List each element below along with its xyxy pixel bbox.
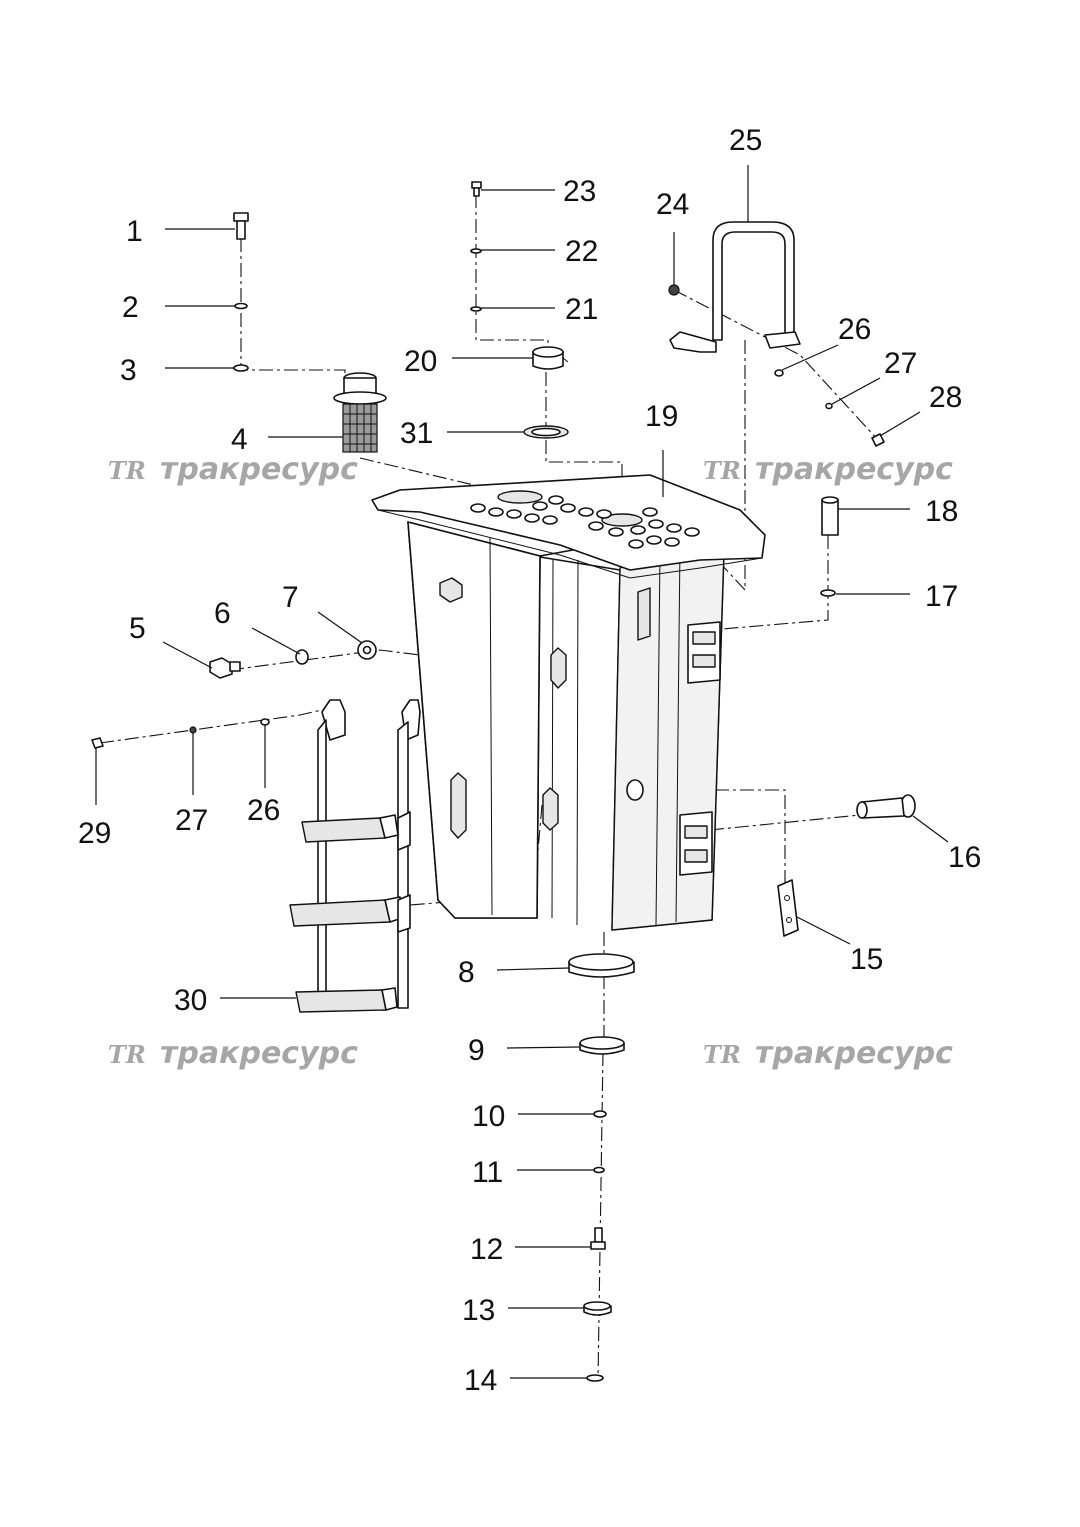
callout-6: 6 [214,597,231,630]
callout-4: 4 [231,423,248,456]
part-22-washer [470,248,482,254]
part-26b-washer [260,718,270,726]
watermark-logo: TR [703,1040,741,1069]
callout-17: 17 [925,580,958,613]
watermark-text: тракресурс [160,452,358,487]
watermark-bottom-left: TR тракресурс [108,1036,358,1071]
watermark-bottom-right: TR тракресурс [703,1036,953,1071]
callout-13: 13 [462,1294,495,1327]
callout-25: 25 [729,124,762,157]
part-1-bolt [233,212,249,240]
part-15-latch-plate [777,879,799,937]
callout-15: 15 [850,943,883,976]
part-21-washer [470,306,482,312]
callout-30: 30 [174,984,207,1017]
callout-19: 19 [645,400,678,433]
part-14-washer [586,1374,604,1382]
callout-8: 8 [458,956,475,989]
part-28-screw [871,433,885,447]
part-5-bolt [209,657,241,679]
watermark-logo: TR [703,456,741,485]
callout-28: 28 [929,381,962,414]
callout-11: 11 [472,1156,503,1189]
callout-14: 14 [464,1364,497,1397]
watermark-logo: TR [108,456,146,485]
part-29-screw [91,737,104,749]
callout-26-upper: 26 [838,313,871,346]
top-plate-holes [470,490,700,549]
part-11-washer [593,1166,605,1174]
part-8-seal [568,953,635,978]
part-17-washer [820,589,836,597]
callout-20: 20 [404,345,437,378]
part-24-nut [668,284,680,296]
callout-12: 12 [470,1233,503,1266]
callout-16: 16 [948,841,981,874]
watermark-logo: TR [108,1040,146,1069]
watermark-top-left: TR тракресурс [108,452,358,487]
callout-23: 23 [563,175,596,208]
part-10-washer [593,1110,607,1118]
leader-lines [95,165,949,1379]
part-31-seal [523,425,569,439]
part-13-spacer [583,1301,612,1316]
callout-26-lower: 26 [247,794,280,827]
callout-21: 21 [565,293,598,326]
callout-3: 3 [120,354,137,387]
part-18-hinge-pin [821,496,839,536]
main-housing [371,474,766,931]
callout-29: 29 [78,817,111,850]
watermark-text: тракресурс [755,452,953,487]
callout-18: 18 [925,495,958,528]
callout-27-lower: 27 [175,804,208,837]
part-23-bolt [471,181,482,197]
assembly-lines [99,194,879,1381]
part-4-filter [333,372,387,453]
part-30-ladder [289,699,421,1013]
callout-9: 9 [468,1034,485,1067]
part-9-ring [579,1036,625,1055]
part-7-washer [357,640,377,660]
part-2-washer [234,302,248,310]
callout-labels: 1 2 3 4 5 6 7 8 9 10 11 12 13 14 15 16 1… [78,124,981,1397]
part-26a-washer [774,369,784,377]
callout-10: 10 [472,1100,505,1133]
part-20-cap [532,346,569,370]
callout-5: 5 [129,612,146,645]
part-3-washer [233,364,249,372]
watermark-text: тракресурс [160,1036,358,1071]
part-27a-washer [825,402,833,410]
part-6-lock-washer [295,649,309,665]
part-25-handrail [669,221,801,353]
part-27b-nut [189,726,197,734]
part-16-pin [856,794,916,819]
callout-31: 31 [400,417,433,450]
watermark-top-right: TR тракресурс [703,452,953,487]
callout-7: 7 [282,581,299,614]
callout-1: 1 [126,215,143,248]
callout-27-upper: 27 [884,347,917,380]
callout-24: 24 [656,188,689,221]
callout-22: 22 [565,235,598,268]
watermark-text: тракресурс [755,1036,953,1071]
part-12-bolt [590,1227,606,1250]
callout-2: 2 [122,291,139,324]
